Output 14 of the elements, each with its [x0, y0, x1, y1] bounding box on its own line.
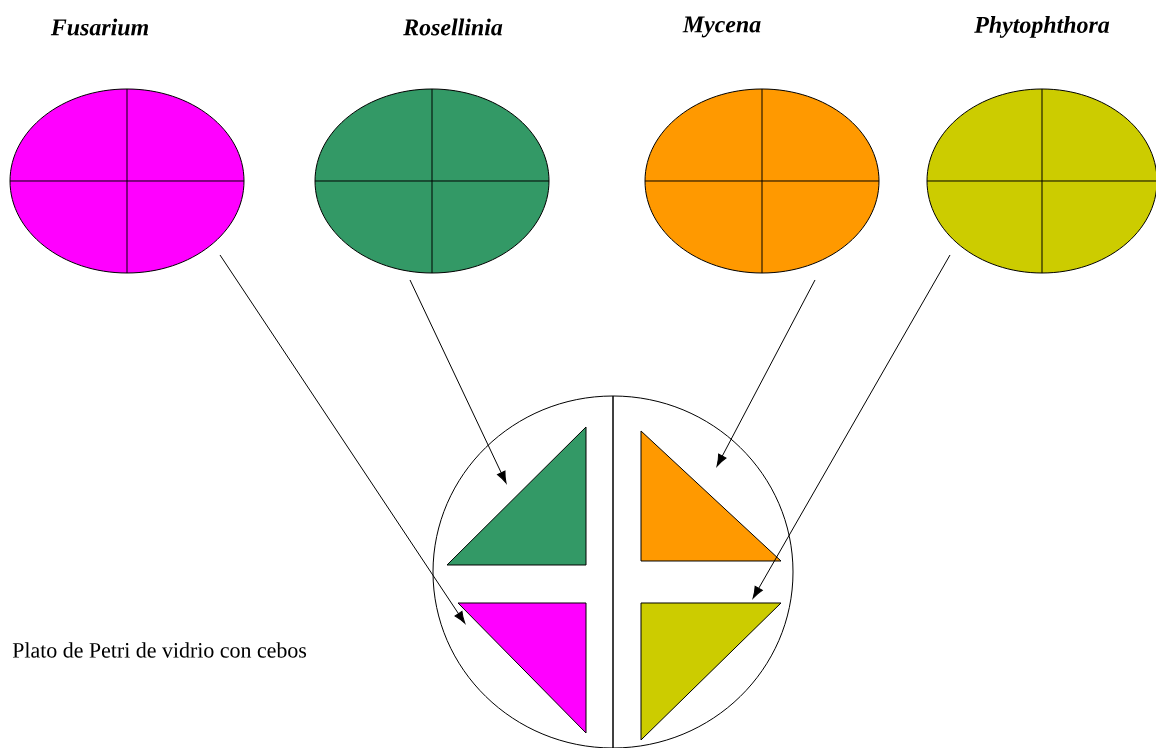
bait-triangle — [640, 602, 782, 741]
arrow — [716, 279, 816, 467]
arrow — [409, 279, 507, 484]
species-label: Fusarium — [50, 18, 149, 36]
arrow — [752, 254, 951, 599]
bait-triangle — [640, 430, 782, 562]
species-label: Phytophthora — [974, 16, 1110, 38]
bait-triangle — [446, 426, 587, 566]
bait-triangle — [457, 602, 587, 734]
species-label: Rosellinia — [403, 18, 503, 36]
caption-text: Plato de Petri de vidrio con cebos — [12, 642, 307, 658]
petri-dish — [432, 395, 794, 748]
species-label: Mycena — [682, 16, 761, 38]
arrow — [219, 254, 466, 624]
